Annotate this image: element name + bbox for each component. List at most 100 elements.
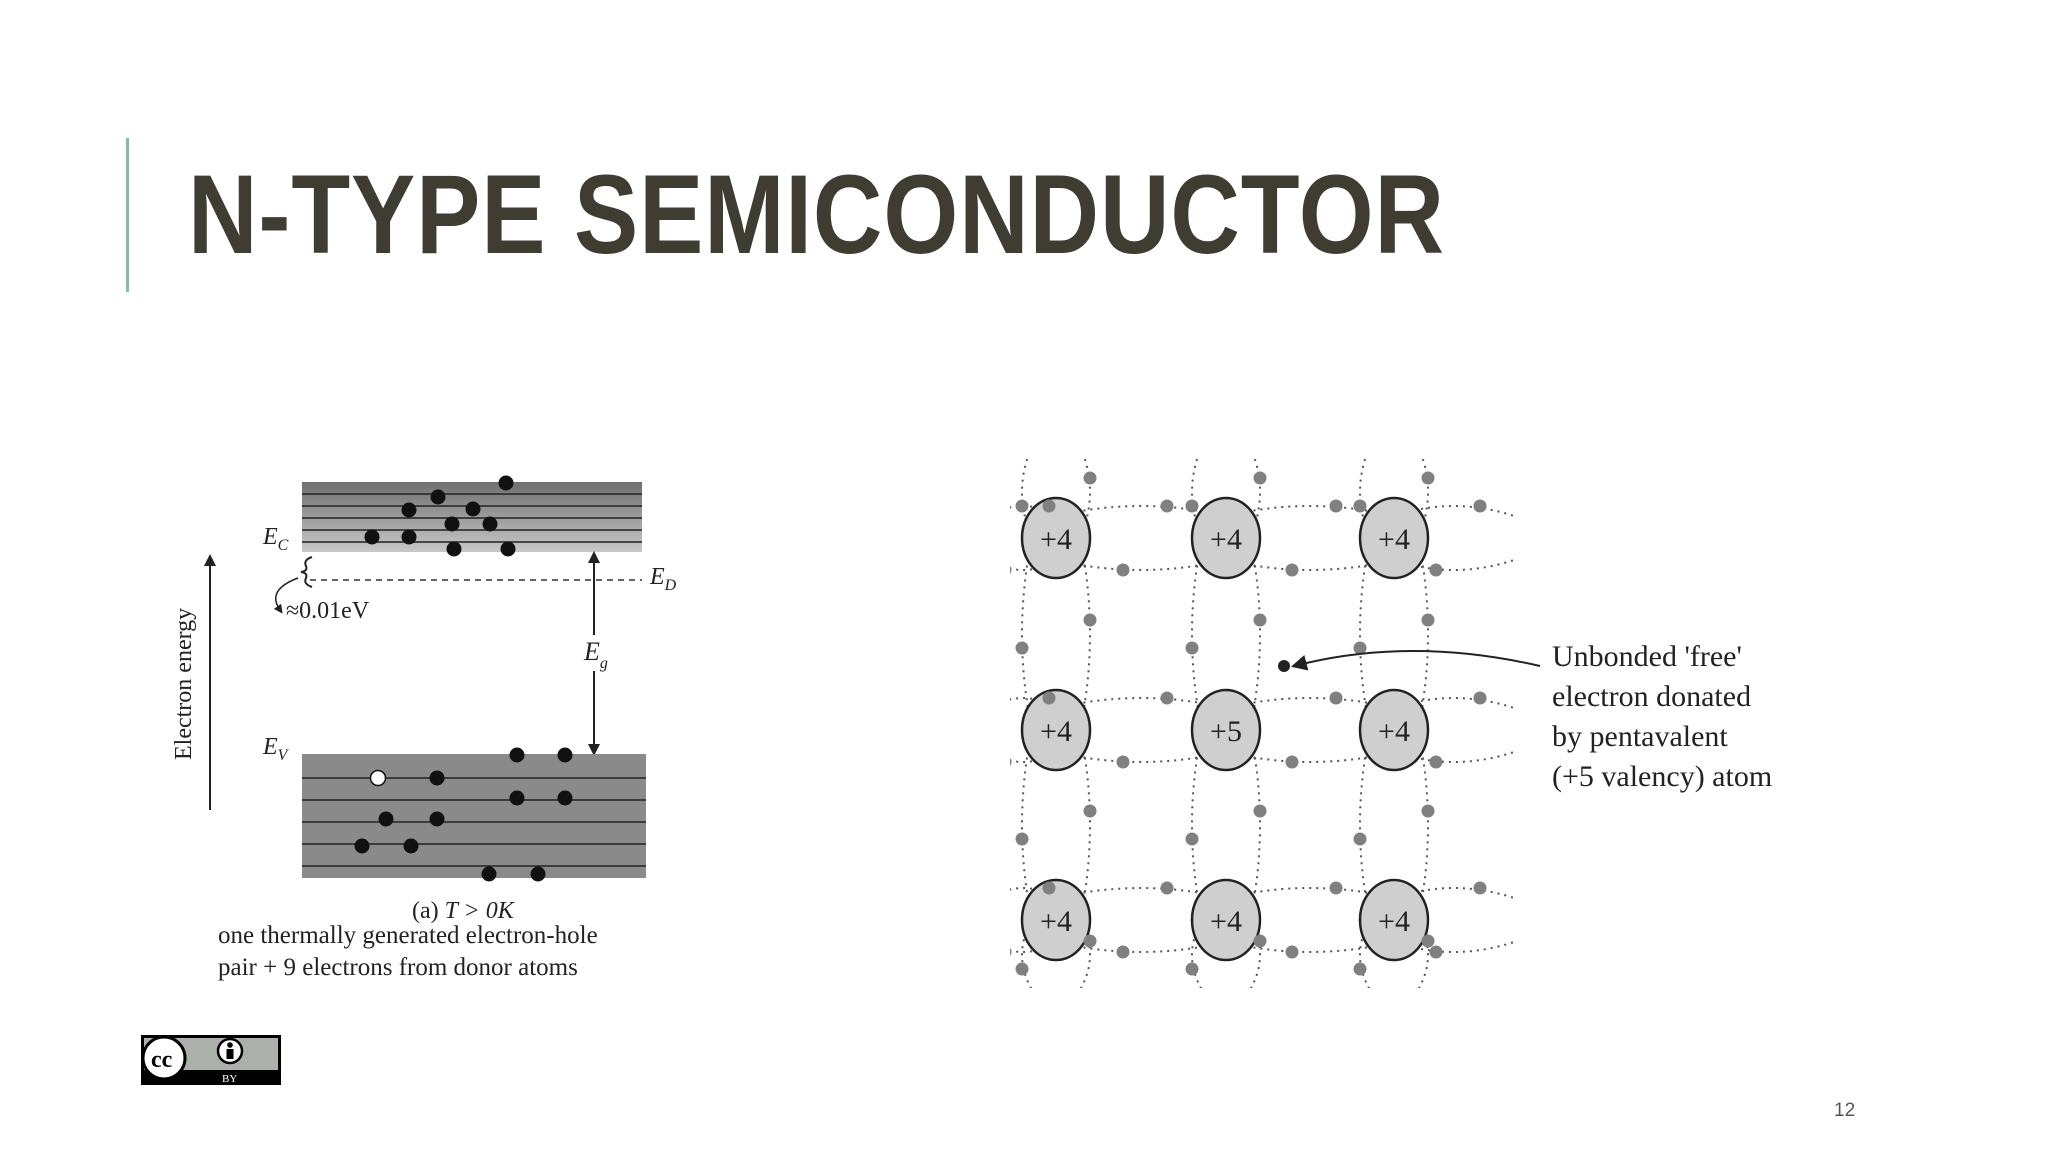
bond-electron: [1015, 499, 1029, 513]
donor-gap-brace: [300, 556, 313, 588]
atom: [1020, 688, 1092, 772]
valence-electrons: [354, 747, 573, 882]
covalent-bond: [1225, 751, 1395, 763]
annotation-line-1: Unbonded 'free': [1552, 640, 1742, 673]
caption-condition: (a) T > 0K: [412, 898, 516, 924]
electron: [509, 747, 525, 763]
atom-charge-label: +4: [1040, 715, 1072, 748]
covalent-bond: [1225, 559, 1395, 571]
bond-electron: [1160, 881, 1174, 895]
covalent-bond: [1225, 697, 1395, 709]
ec-label: EC: [262, 524, 289, 554]
bond-electron: [1015, 641, 1029, 655]
atom-charge-label: +5: [1210, 715, 1242, 748]
bond-electron: [1285, 563, 1299, 577]
bond-electron: [1421, 613, 1435, 627]
atom: [1020, 878, 1092, 962]
atom-charge-label: +4: [1040, 905, 1072, 938]
annotation-line-4: (+5 valency) atom: [1552, 760, 1772, 793]
bond-electron: [1015, 832, 1029, 846]
energy-axis-label: Electron energy: [171, 608, 197, 760]
bond-electron: [1421, 471, 1435, 485]
bond-electron: [1160, 691, 1174, 705]
electron: [500, 541, 516, 557]
atom: [1020, 496, 1092, 580]
badge-by-text: BY: [222, 1073, 237, 1085]
electron: [530, 866, 546, 882]
bond-electron: [1429, 945, 1443, 959]
atom-charge-label: +4: [1210, 905, 1242, 938]
covalent-bond: [1055, 751, 1227, 763]
donor-gap-label: ≈0.01eV: [286, 598, 370, 624]
electron: [557, 747, 573, 763]
covalent-bond: [1055, 887, 1227, 899]
bond-electron: [1116, 563, 1130, 577]
bond-electron: [1083, 471, 1097, 485]
covalent-bond: [1225, 505, 1395, 517]
energy-band-diagram: Electron energy EC ED ≈0.01eV: [171, 475, 677, 981]
electron: [429, 811, 445, 827]
electron: [364, 529, 380, 545]
covalent-bond: [1225, 887, 1395, 899]
electron: [557, 790, 573, 806]
atom-charge-label: +4: [1210, 523, 1242, 556]
bond-electron: [1473, 691, 1487, 705]
ev-label: EV: [262, 734, 290, 764]
bond-electron: [1329, 499, 1343, 513]
eg-label: Eg: [583, 637, 608, 672]
covalent-bond: [1191, 537, 1203, 731]
covalent-bond: [1249, 537, 1261, 731]
atom: [1358, 688, 1430, 772]
bond-electron: [1473, 499, 1487, 513]
free-electron-annotation: Unbonded 'free' electron donated by pent…: [1552, 640, 1772, 793]
conduction-electrons: [364, 475, 516, 557]
covalent-bond: [1055, 505, 1227, 517]
lattice-atoms: +4+4+4+4+5+4+4+4+4: [1020, 496, 1430, 962]
bond-electron: [1353, 641, 1367, 655]
covalent-bond: [1055, 697, 1227, 709]
bond-electron: [1421, 804, 1435, 818]
bond-electron: [1285, 755, 1299, 769]
bond-electron: [1329, 881, 1343, 895]
cc-by-license-badge[interactable]: cc BY: [140, 1034, 282, 1086]
atom-charge-label: +4: [1378, 523, 1410, 556]
slide-title: N-TYPE SEMICONDUCTOR: [188, 152, 1445, 277]
electron: [482, 516, 498, 532]
atom: [1358, 878, 1430, 962]
hole: [369, 769, 387, 787]
annotation-line-3: by pentavalent: [1552, 720, 1728, 753]
electron: [429, 770, 445, 786]
covalent-bond: [1359, 537, 1371, 731]
electron: [378, 811, 394, 827]
annotation-line-2: electron donated: [1552, 680, 1751, 713]
bond-electron: [1185, 832, 1199, 846]
bond-electron: [1015, 962, 1029, 976]
bond-electrons: [1010, 471, 1487, 976]
caption-line-2: pair + 9 electrons from donor atoms: [218, 954, 578, 981]
bond-electron: [1116, 755, 1130, 769]
covalent-bond: [1417, 729, 1429, 921]
electron: [509, 790, 525, 806]
atom-charge-label: +4: [1040, 523, 1072, 556]
covalent-bond: [1225, 941, 1395, 953]
electron: [401, 502, 417, 518]
bond-electron: [1253, 471, 1267, 485]
electron: [498, 475, 514, 491]
electron: [354, 838, 370, 854]
cc-mark: cc: [151, 1047, 173, 1073]
crystal-lattice-diagram: +4+4+4+4+5+4+4+4+4 Unbonded 'free' elect…: [1010, 458, 1772, 988]
bond-electron: [1353, 962, 1367, 976]
bond-electron: [1253, 804, 1267, 818]
electron: [403, 838, 419, 854]
covalent-bond: [1021, 537, 1033, 731]
atom: [1358, 496, 1430, 580]
bond-electron: [1116, 945, 1130, 959]
bond-electron: [1185, 962, 1199, 976]
caption-line-1: one thermally generated electron-hole: [218, 922, 598, 949]
bond-electron: [1042, 881, 1056, 895]
atom: [1190, 496, 1262, 580]
bond-electron: [1083, 613, 1097, 627]
electron: [401, 529, 417, 545]
bond-electron: [1285, 945, 1299, 959]
